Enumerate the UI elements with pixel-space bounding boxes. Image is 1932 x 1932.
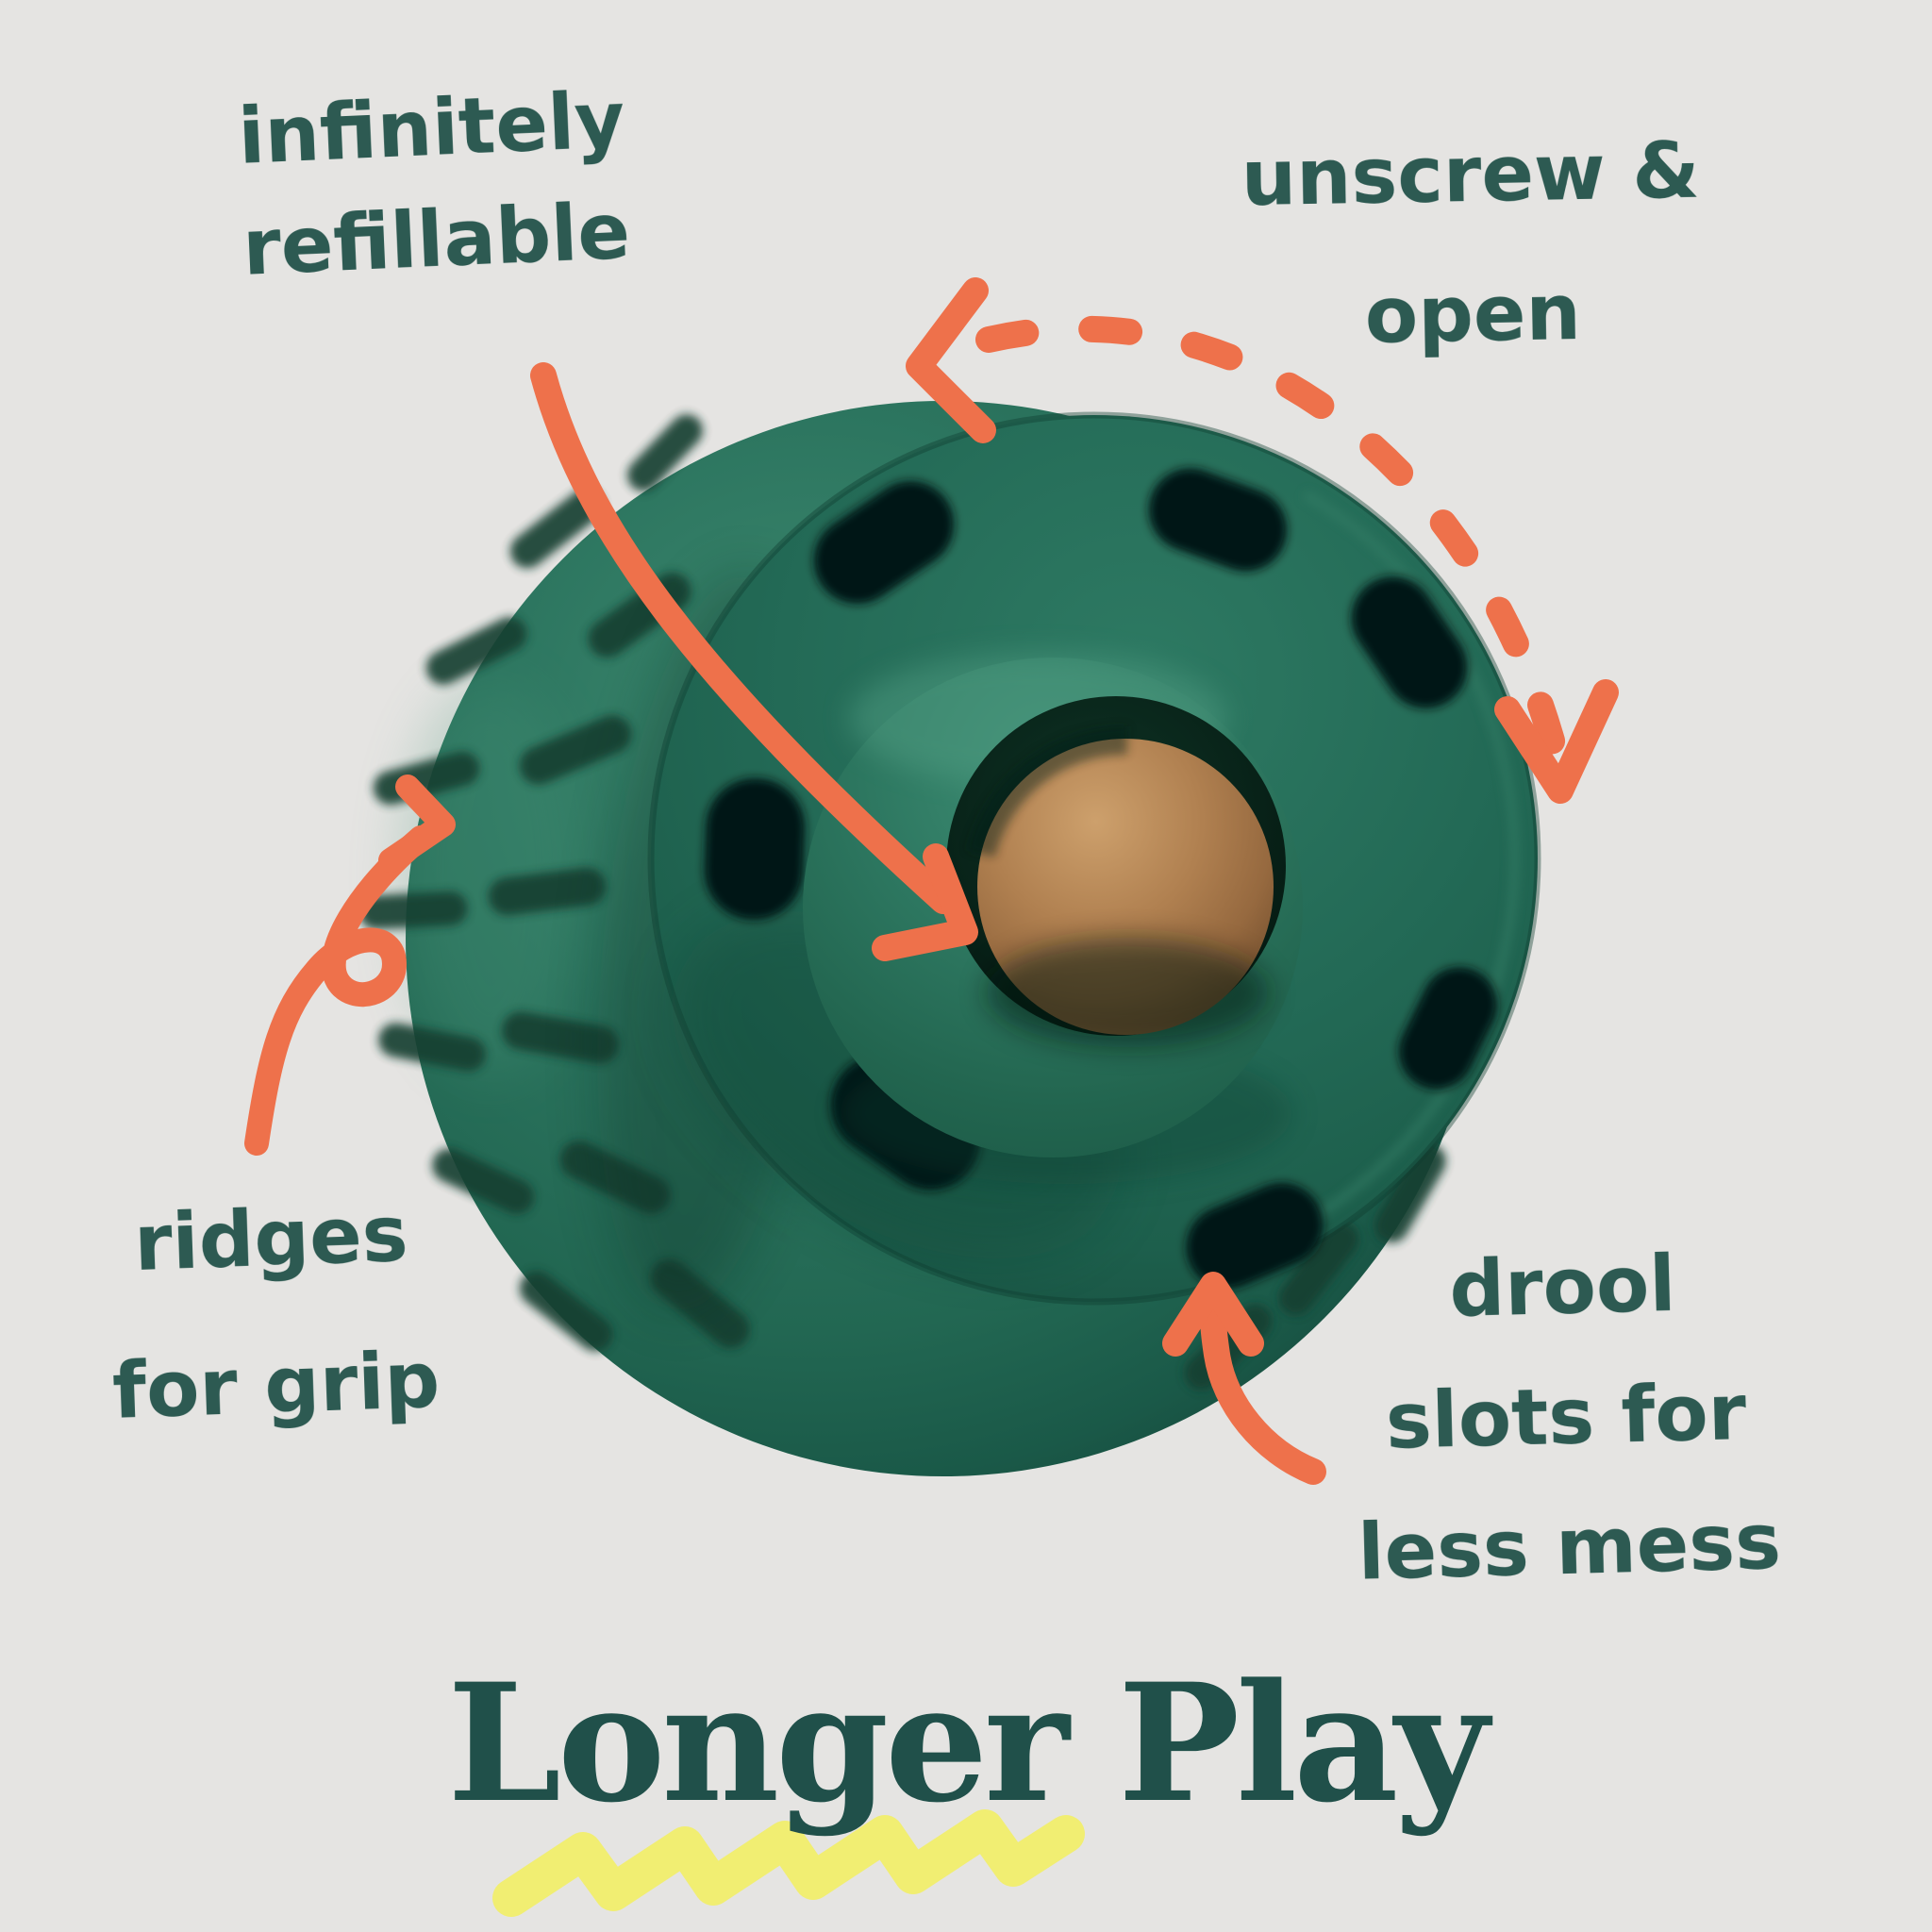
label-line: drool [1448, 1239, 1677, 1336]
label-line: for grip [110, 1335, 441, 1437]
label-ridges-for-grip: ridges for grip [24, 1158, 525, 1469]
label-line: less mess [1357, 1496, 1783, 1598]
drool-arrow [1162, 1272, 1326, 1485]
recess-rim-shadow [967, 725, 1128, 858]
label-unscrew-open: unscrew & open [1205, 101, 1738, 389]
label-line: refillable [241, 187, 632, 293]
refill-arrow [530, 362, 978, 961]
unscrew-arrow [906, 277, 1619, 804]
underline-squiggle-icon [492, 1809, 1085, 1917]
label-line: ridges [132, 1190, 410, 1290]
lid-edge-crease [647, 411, 1541, 1306]
grip-ridges [358, 414, 750, 1352]
label-infinitely-refillable: infinitely refillable [156, 61, 712, 308]
label-drool-slots: drool slots for less mess [1316, 1216, 1817, 1619]
ridges-arrow [244, 774, 456, 1156]
label-line: slots for [1384, 1367, 1748, 1467]
treat-shadow [986, 938, 1269, 1047]
label-line: unscrew & [1240, 125, 1701, 225]
toy-ball-illustration [358, 401, 1541, 1476]
label-line: open [1363, 267, 1582, 361]
page-title: Longer Play [447, 1647, 1489, 1839]
